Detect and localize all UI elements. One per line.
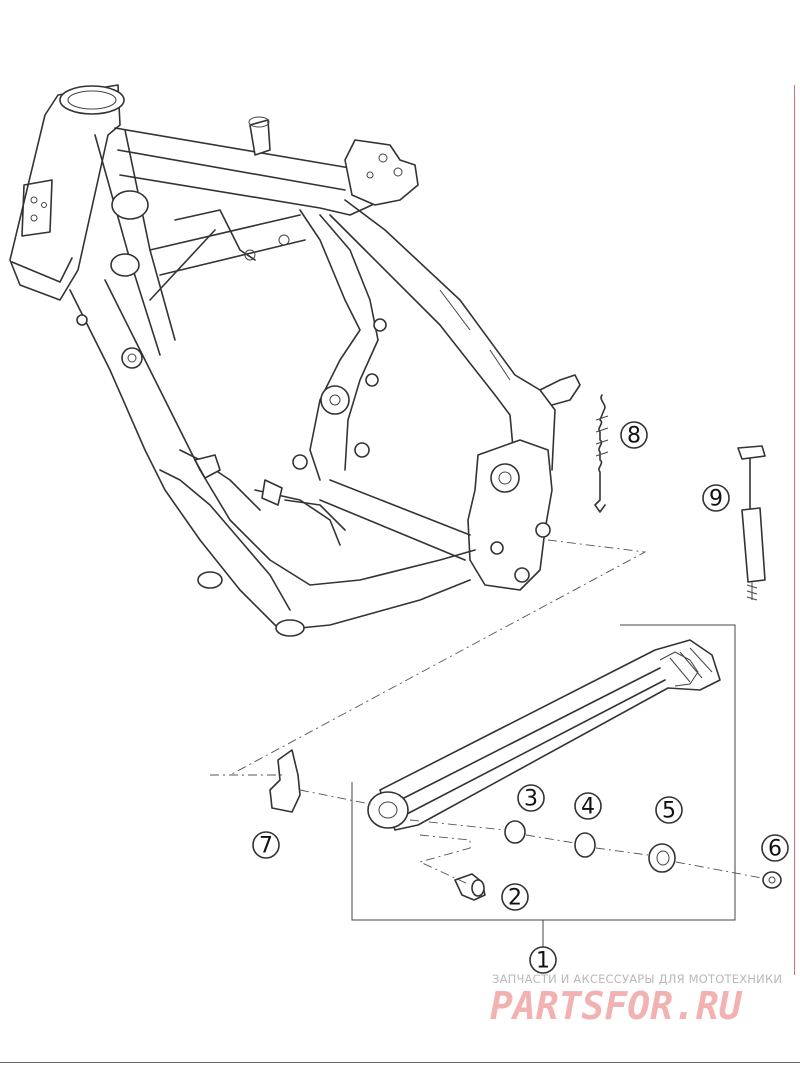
- sensor-part-9: [737, 445, 766, 601]
- svg-text:4: 4: [581, 795, 595, 820]
- reference-lines: [210, 539, 763, 885]
- svg-text:8: 8: [627, 424, 641, 449]
- svg-text:6: 6: [768, 837, 782, 862]
- callout-6: 6: [761, 834, 789, 862]
- page-edge-bottom: [0, 1062, 800, 1064]
- bushing-part-5: [648, 843, 676, 873]
- assembly-outline: [351, 624, 736, 921]
- callout-7: 7: [252, 831, 280, 859]
- watermark-logo: PARTSFOR.RU: [490, 984, 742, 1028]
- callout-8: 8: [620, 421, 648, 449]
- motorcycle-frame: [9, 84, 581, 637]
- svg-text:1: 1: [536, 949, 550, 974]
- svg-text:5: 5: [662, 799, 676, 824]
- bolt-part-2: [454, 873, 486, 901]
- callout-3: 3: [517, 784, 545, 812]
- clip-part-7: [269, 749, 301, 813]
- callout-4: 4: [574, 792, 602, 820]
- svg-text:9: 9: [709, 487, 723, 512]
- page-edge-right: [794, 85, 796, 975]
- callout-1: 1: [529, 920, 557, 974]
- callout-2: 2: [501, 883, 529, 911]
- watermark-caption: ЗАПЧАСТИ И АКСЕССУАРЫ ДЛЯ МОТОТЕХНИКИ: [492, 972, 783, 986]
- callout-9: 9: [702, 484, 730, 512]
- svg-text:3: 3: [524, 787, 538, 812]
- callout-5: 5: [655, 796, 683, 824]
- ring-part-3: [504, 820, 526, 844]
- svg-text:7: 7: [259, 834, 273, 859]
- side-stand-leg: [367, 639, 721, 831]
- screw-part-6: [762, 871, 782, 889]
- svg-text:2: 2: [508, 886, 522, 911]
- spring-part-8: [594, 394, 609, 513]
- ring-part-4: [574, 832, 596, 858]
